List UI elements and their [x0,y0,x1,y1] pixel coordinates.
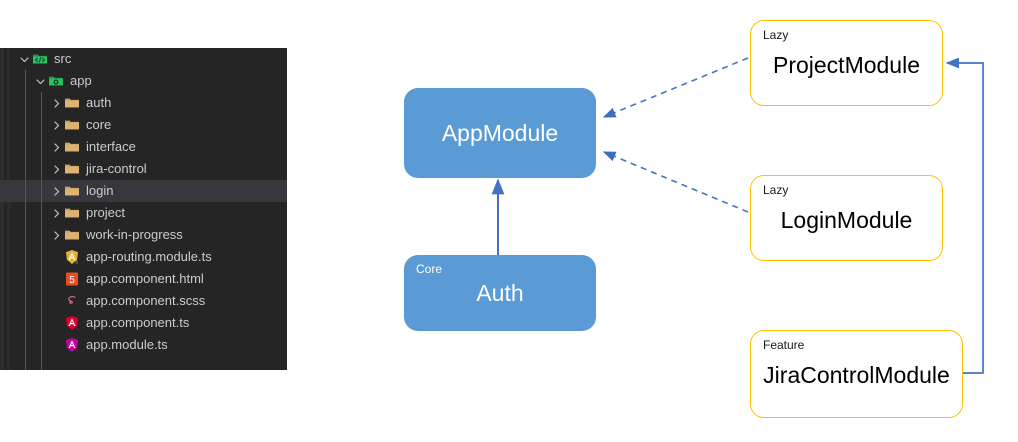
chevron-right-icon[interactable] [48,114,64,136]
folder-src-icon [32,51,48,67]
tree-item-app[interactable]: app [0,70,287,92]
tree-item-label: app.component.scss [86,293,206,308]
tree-item-app-component-scss[interactable]: app.component.scss [0,290,287,312]
svg-text:s: s [75,347,78,353]
folder-icon [64,117,80,133]
node-loginmodule-tag: Lazy [763,183,789,197]
folder-icon [64,205,80,221]
folder-icon [64,95,80,111]
folder-icon [64,183,80,199]
twisty-placeholder [48,268,64,290]
tree-item-label: app-routing.module.ts [86,249,212,264]
tree-item-label: interface [86,139,136,154]
tree-item-label: app [70,73,92,88]
twisty-placeholder [48,334,64,356]
chevron-right-icon[interactable] [48,224,64,246]
angular-routing-file-icon: s [64,249,80,265]
node-projectmodule-tag: Lazy [763,28,789,42]
node-auth[interactable]: Core Auth [404,255,596,331]
tree-item-label: login [86,183,114,198]
edge-project-to-appmodule [602,57,749,118]
tree-item-jira-control[interactable]: jira-control [0,158,287,180]
folder-icon [64,227,80,243]
tree-item-label: work-in-progress [86,227,183,242]
angular-module-file-icon: s [64,337,80,353]
chevron-right-icon[interactable] [48,92,64,114]
tree-item-src[interactable]: src [0,48,287,70]
sass-file-icon [64,293,80,309]
tree-item-app-module-ts[interactable]: s app.module.ts [0,334,287,356]
chevron-right-icon[interactable] [48,136,64,158]
svg-text:s: s [75,325,78,331]
node-appmodule[interactable]: AppModule [404,88,596,178]
node-appmodule-title: AppModule [441,120,559,146]
tree-item-work-in-progress[interactable]: work-in-progress [0,224,287,246]
svg-text:s: s [75,259,78,265]
folder-icon [64,139,80,155]
node-jiracontrolmodule[interactable]: Feature JiraControlModule [750,330,963,418]
tree-item-app-component-ts[interactable]: s app.component.ts [0,312,287,334]
chevron-right-icon[interactable] [48,158,64,180]
explorer-left-edge [0,48,4,370]
tree-item-label: app.component.ts [86,315,190,330]
folder-icon [64,161,80,177]
svg-text:5: 5 [69,275,75,286]
tree-item-app-component-html[interactable]: 5 app.component.html [0,268,287,290]
chevron-right-icon[interactable] [48,180,64,202]
node-loginmodule-title: LoginModule [780,207,913,233]
node-projectmodule-title: ProjectModule [772,52,921,78]
node-loginmodule[interactable]: Lazy LoginModule [750,175,943,261]
tree-item-label: core [86,117,112,132]
file-explorer-panel[interactable]: src app auth core interface jira-control login… [0,48,287,370]
tree-item-core[interactable]: core [0,114,287,136]
chevron-down-icon[interactable] [32,70,48,92]
indent-guide [41,92,42,370]
twisty-placeholder [48,312,64,334]
twisty-placeholder [48,246,64,268]
tree-item-label: src [54,51,72,66]
tree-item-app-routing-module-ts[interactable]: s app-routing.module.ts [0,246,287,268]
folder-app-icon [48,73,64,89]
node-jiracontrolmodule-tag: Feature [763,338,805,352]
tree-indent [0,70,32,92]
angular-component-file-icon: s [64,315,80,331]
node-projectmodule[interactable]: Lazy ProjectModule [750,20,943,106]
tree-item-project[interactable]: project [0,202,287,224]
node-auth-title: Auth [476,280,524,306]
tree-item-auth[interactable]: auth [0,92,287,114]
tree-item-label: project [86,205,126,220]
tree-item-interface[interactable]: interface [0,136,287,158]
tree-item-label: jira-control [86,161,147,176]
edge-login-to-appmodule [602,151,749,213]
explorer-left-edge-secondary [7,48,10,370]
tree-item-label: app.component.html [86,271,204,286]
edge-jira-to-project [945,57,984,374]
html5-file-icon: 5 [64,271,80,287]
chevron-right-icon[interactable] [48,202,64,224]
twisty-placeholder [48,290,64,312]
tree-item-label: app.module.ts [86,337,168,352]
indent-guide [25,70,26,370]
node-jiracontrolmodule-title: JiraControlModule [763,362,950,388]
tree-item-label: auth [86,95,112,110]
tree-item-login[interactable]: login [0,180,287,202]
node-auth-tag: Core [416,262,443,276]
tree-indent [0,48,16,70]
chevron-down-icon[interactable] [16,48,32,70]
